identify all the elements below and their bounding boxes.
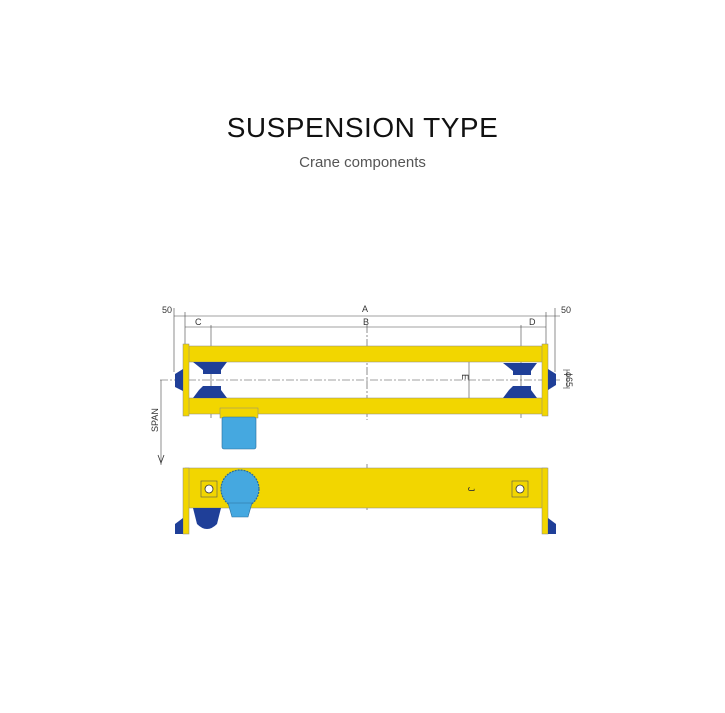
left-end-plate	[182, 343, 190, 417]
upper-girder	[184, 345, 548, 363]
right-leg	[541, 467, 549, 535]
motor-mount	[219, 407, 259, 419]
left-buffer	[175, 369, 183, 391]
dim-b: B	[363, 317, 369, 327]
right-bearing-hole	[515, 484, 525, 494]
dim-c: C	[195, 317, 202, 327]
dim-right-50: 50	[561, 305, 571, 315]
left-wheel-top	[193, 362, 227, 374]
dim-d: D	[529, 317, 536, 327]
dim-span: SPAN	[150, 408, 160, 432]
side-view	[175, 467, 556, 535]
left-leg	[182, 467, 190, 535]
dim-j: J	[466, 487, 476, 492]
drive-wheel	[193, 508, 221, 529]
drive-motor	[221, 416, 257, 450]
right-side-buffer	[548, 518, 556, 534]
right-buffer	[548, 369, 556, 390]
dim-left-50: 50	[162, 305, 172, 315]
page-subtitle: Crane components	[299, 154, 426, 171]
right-end-plate	[541, 343, 549, 417]
dim-diameter: ϕ65	[564, 372, 574, 387]
top-view	[175, 343, 556, 450]
dim-e: E	[460, 374, 470, 380]
motor-end-view	[220, 469, 260, 509]
left-bearing-hole	[204, 484, 214, 494]
page-title: SUSPENSION TYPE	[226, 112, 499, 143]
right-wheel-bottom	[503, 386, 537, 398]
left-wheel-bottom	[193, 386, 227, 398]
left-side-buffer	[175, 518, 183, 534]
span-arrow-icon	[157, 454, 165, 465]
dim-a: A	[362, 304, 368, 314]
gearbox	[227, 502, 253, 518]
right-wheel-top	[503, 363, 537, 375]
